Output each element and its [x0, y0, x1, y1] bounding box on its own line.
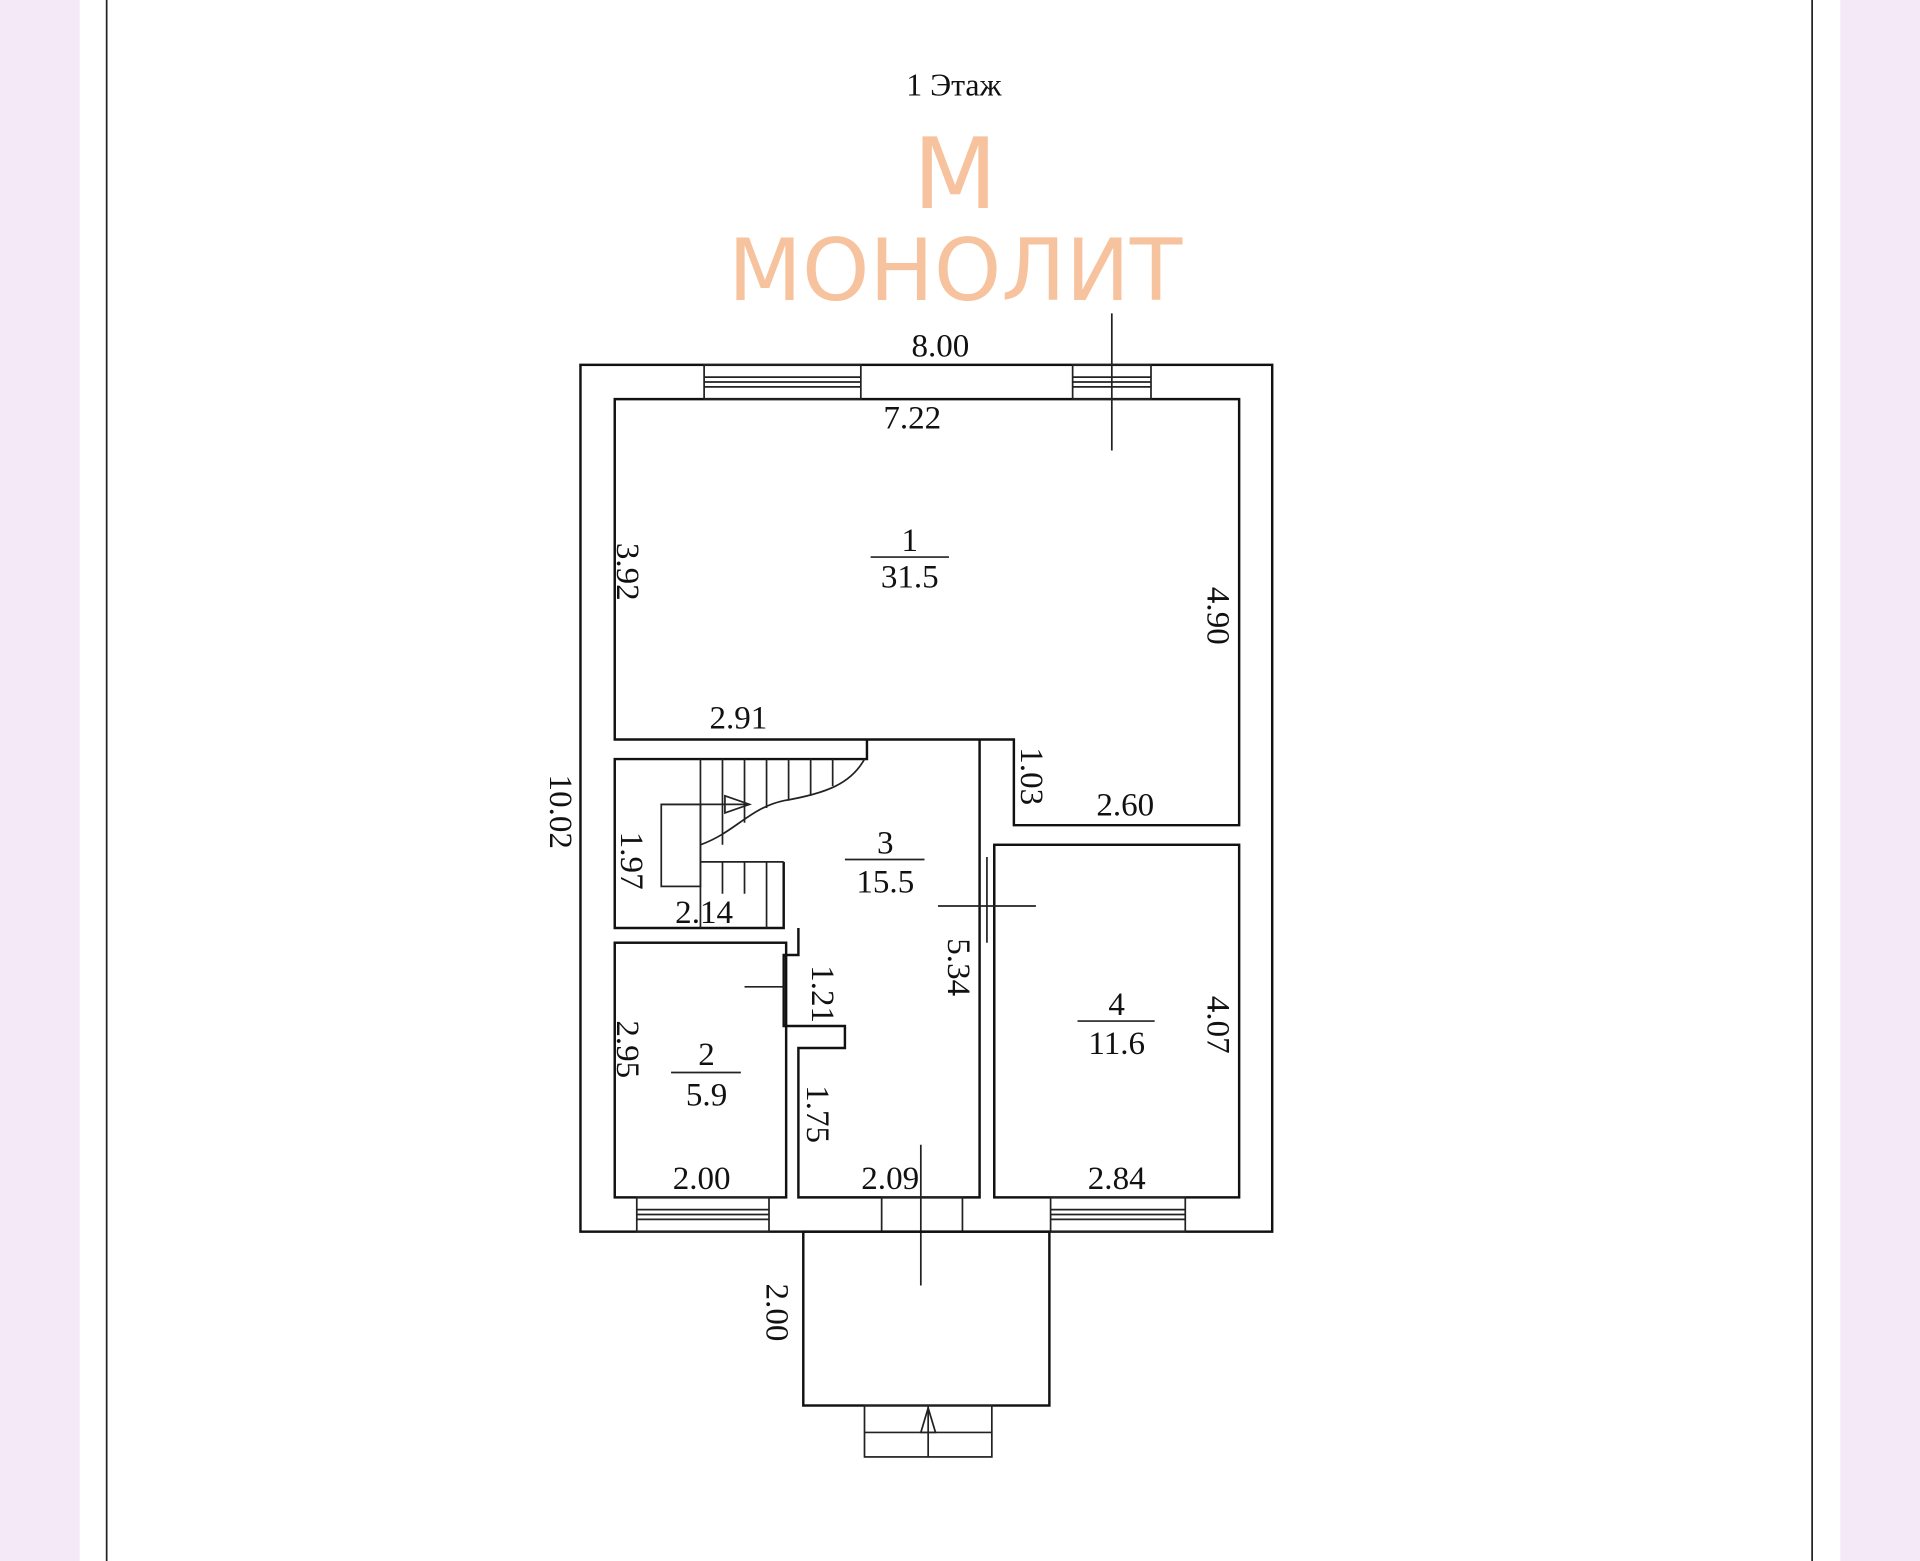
svg-text:5.9: 5.9: [686, 1078, 727, 1114]
dim-room1-bottom-right: 2.60: [1096, 787, 1154, 823]
svg-text:1: 1: [902, 523, 919, 559]
window-top-left: [703, 363, 862, 400]
svg-text:4: 4: [1108, 987, 1125, 1023]
room-1-outline: [613, 397, 1241, 827]
dim-room4-height: 4.07: [1199, 996, 1235, 1054]
dim-room3-lower: 1.75: [799, 1085, 835, 1143]
dim-room1-width: 7.22: [883, 401, 941, 437]
dim-outer-height: 10.02: [542, 775, 578, 849]
dim-stair-width: 2.14: [675, 895, 733, 931]
dim-outer-width: 8.00: [911, 328, 969, 364]
entrance-steps: [863, 1404, 993, 1458]
page-sheet: [79, 0, 1841, 1561]
watermark-logo: М МОНОЛИТ: [728, 118, 1183, 321]
room-label-4: 4 11.6: [1077, 987, 1155, 1062]
svg-text:11.6: 11.6: [1088, 1026, 1145, 1062]
dim-porch-depth: 2.00: [759, 1284, 795, 1342]
dim-door-1-21: 1.21: [804, 965, 840, 1023]
page-title: 1 Этаж: [906, 67, 1002, 102]
room-label-2: 2 5.9: [671, 1037, 741, 1114]
room-label-3: 3 15.5: [844, 825, 925, 901]
stair-arrow-icon: [724, 794, 753, 815]
svg-text:3: 3: [877, 825, 894, 861]
staircase: [660, 758, 866, 929]
dim-room1-step: 1.03: [1013, 747, 1049, 805]
dim-room1-left: 3.92: [609, 543, 645, 601]
room-label-1: 1 31.5: [870, 523, 949, 596]
dim-room4-width: 2.84: [1088, 1161, 1146, 1197]
svg-text:31.5: 31.5: [881, 560, 939, 596]
svg-text:МОНОЛИТ: МОНОЛИТ: [728, 221, 1183, 321]
stair-enclosure: [613, 739, 869, 930]
dim-room1-right: 4.90: [1199, 587, 1235, 645]
window-bottom-right: [1049, 1196, 1187, 1233]
entry-arrow-icon: [919, 1404, 937, 1434]
dim-room3-width: 2.09: [861, 1161, 919, 1197]
dim-room1-bottom-left: 2.91: [709, 700, 767, 736]
svg-text:М: М: [913, 118, 998, 232]
svg-text:15.5: 15.5: [856, 865, 914, 901]
dim-room3-height: 5.34: [940, 938, 976, 996]
window-bottom-left: [635, 1196, 770, 1233]
svg-text:2: 2: [698, 1037, 715, 1073]
dim-room2-height: 2.95: [609, 1020, 645, 1078]
dim-room2-width: 2.00: [673, 1161, 731, 1197]
dim-stair-height: 1.97: [613, 832, 649, 890]
